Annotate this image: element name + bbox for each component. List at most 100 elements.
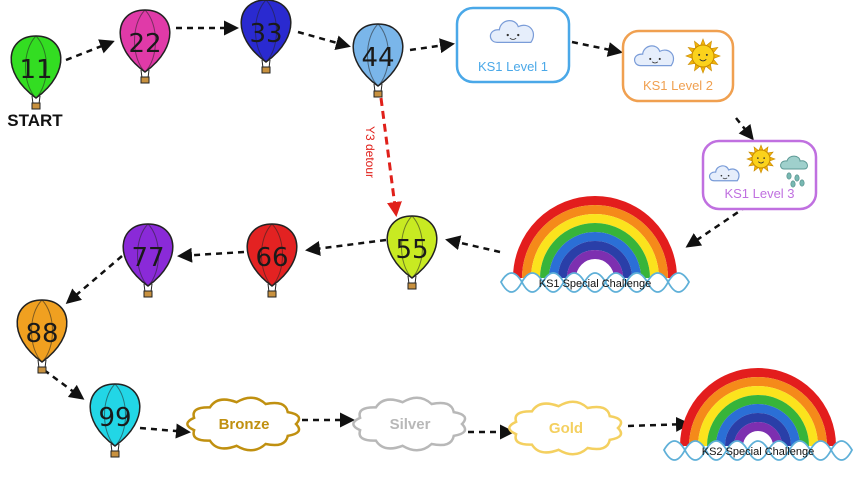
detour-label: Y3 detour — [363, 126, 377, 178]
rainbow-band — [540, 223, 650, 279]
balloon: 44 — [352, 23, 404, 98]
balloon-number: 66 — [255, 243, 288, 273]
rainbow-label: KS2 Special Challenge — [702, 446, 815, 458]
path-arrow — [297, 30, 351, 50]
medal-cloud: Bronze — [186, 396, 301, 452]
medals: Bronze Silver Gold — [186, 396, 623, 456]
sun-icon — [746, 144, 776, 174]
balloon: 99 — [89, 383, 141, 458]
start-label: START — [7, 111, 63, 130]
rainbow-cloud — [499, 272, 691, 293]
balloon-panel-line — [265, 0, 277, 63]
rainbow-band — [531, 214, 659, 279]
rainbow-cloud — [662, 440, 854, 461]
balloon-number: 77 — [131, 243, 164, 273]
balloon-number: 22 — [128, 29, 161, 59]
path-arrow — [177, 247, 245, 263]
medal-label: Silver — [390, 416, 431, 433]
level-frame — [455, 6, 571, 84]
balloon-number: 44 — [361, 43, 394, 73]
rainbow-band — [698, 386, 818, 447]
balloon-basket — [407, 282, 417, 290]
balloon-panel-line — [31, 299, 43, 363]
balloon-basket — [140, 76, 150, 84]
balloon-panel-line — [137, 223, 149, 287]
detour-arrow — [379, 97, 402, 217]
balloon-panel-line — [271, 223, 283, 287]
cloud-icon — [633, 45, 675, 67]
path-arrow — [139, 423, 191, 439]
rainbow: KS2 Special Challenge — [662, 368, 854, 461]
rainbow-band — [522, 205, 668, 279]
balloon-panel-line — [114, 383, 126, 447]
balloon-number: 99 — [98, 403, 131, 433]
cloud-icon — [489, 20, 535, 43]
medal-label: Bronze — [219, 416, 270, 433]
path-arrow — [43, 368, 85, 400]
rainbow-band — [734, 422, 782, 447]
balloon-number: 55 — [395, 235, 428, 265]
balloon: 22 — [119, 9, 171, 84]
level-label: KS1 Level 1 — [478, 59, 548, 74]
rainbow-band — [707, 395, 809, 447]
level-label: KS1 Level 3 — [724, 186, 794, 201]
balloon-basket — [110, 450, 120, 458]
path-arrow — [735, 117, 754, 141]
level-box: KS1 Level 3 — [701, 139, 818, 211]
balloon: 11 — [10, 35, 62, 110]
balloon-number: 33 — [249, 19, 282, 49]
sun-icon — [685, 38, 721, 74]
rainbow-band — [567, 250, 623, 279]
rainbow-band — [549, 232, 641, 279]
rainbow-label: KS1 Special Challenge — [539, 278, 652, 290]
medal-cloud-outline — [186, 396, 301, 452]
balloon-envelope — [240, 0, 292, 63]
balloon-number: 11 — [19, 55, 52, 85]
rainbow-band — [513, 196, 677, 279]
balloons: 11 22 33 44 55 66 77 88 99 — [10, 0, 438, 458]
medal-label: Gold — [549, 420, 583, 437]
path-arrow — [571, 40, 623, 57]
balloon-number: 88 — [25, 319, 58, 349]
balloon-panel-line — [35, 35, 47, 99]
balloon: 33 — [240, 0, 292, 74]
balloon: 66 — [246, 223, 298, 298]
balloon-panel-line — [25, 35, 37, 99]
balloon-panel-line — [411, 215, 423, 279]
balloon-basket — [31, 102, 41, 110]
balloon-panel-line — [367, 23, 379, 87]
path-arrow — [305, 238, 387, 256]
balloon-panel-line — [144, 9, 156, 73]
balloon: 88 — [16, 299, 68, 374]
balloon-basket — [143, 290, 153, 298]
rainbow-band — [680, 368, 836, 447]
balloon-panel-line — [134, 9, 146, 73]
level-frame — [701, 139, 818, 211]
cloud-icon — [708, 165, 740, 182]
path-arrow — [65, 39, 115, 62]
balloon-panel-line — [255, 0, 267, 63]
medal-cloud-outline — [352, 396, 467, 452]
level-label: KS1 Level 2 — [643, 78, 713, 93]
balloon-panel-line — [41, 299, 53, 363]
balloon-panel-line — [377, 23, 389, 87]
balloon-basket — [261, 66, 271, 74]
medal-cloud: Silver — [352, 396, 467, 452]
rainbow-band — [689, 377, 827, 447]
path-arrow — [65, 255, 123, 304]
balloon-basket — [373, 90, 383, 98]
rain-cloud-icon — [780, 155, 808, 188]
balloon: 55 — [386, 215, 438, 290]
balloon: 77 — [122, 223, 174, 298]
rainbow-band — [725, 413, 791, 447]
medal-cloud-outline — [508, 400, 623, 456]
balloon-basket — [267, 290, 277, 298]
levels: KS1 Level 1 KS1 Level 2 KS1 Level 3 — [455, 6, 818, 211]
rainbow: KS1 Special Challenge — [499, 196, 691, 293]
path-arrow — [627, 416, 691, 432]
balloon-basket — [37, 366, 47, 374]
balloon-panel-line — [401, 215, 413, 279]
balloon-panel-line — [104, 383, 116, 447]
